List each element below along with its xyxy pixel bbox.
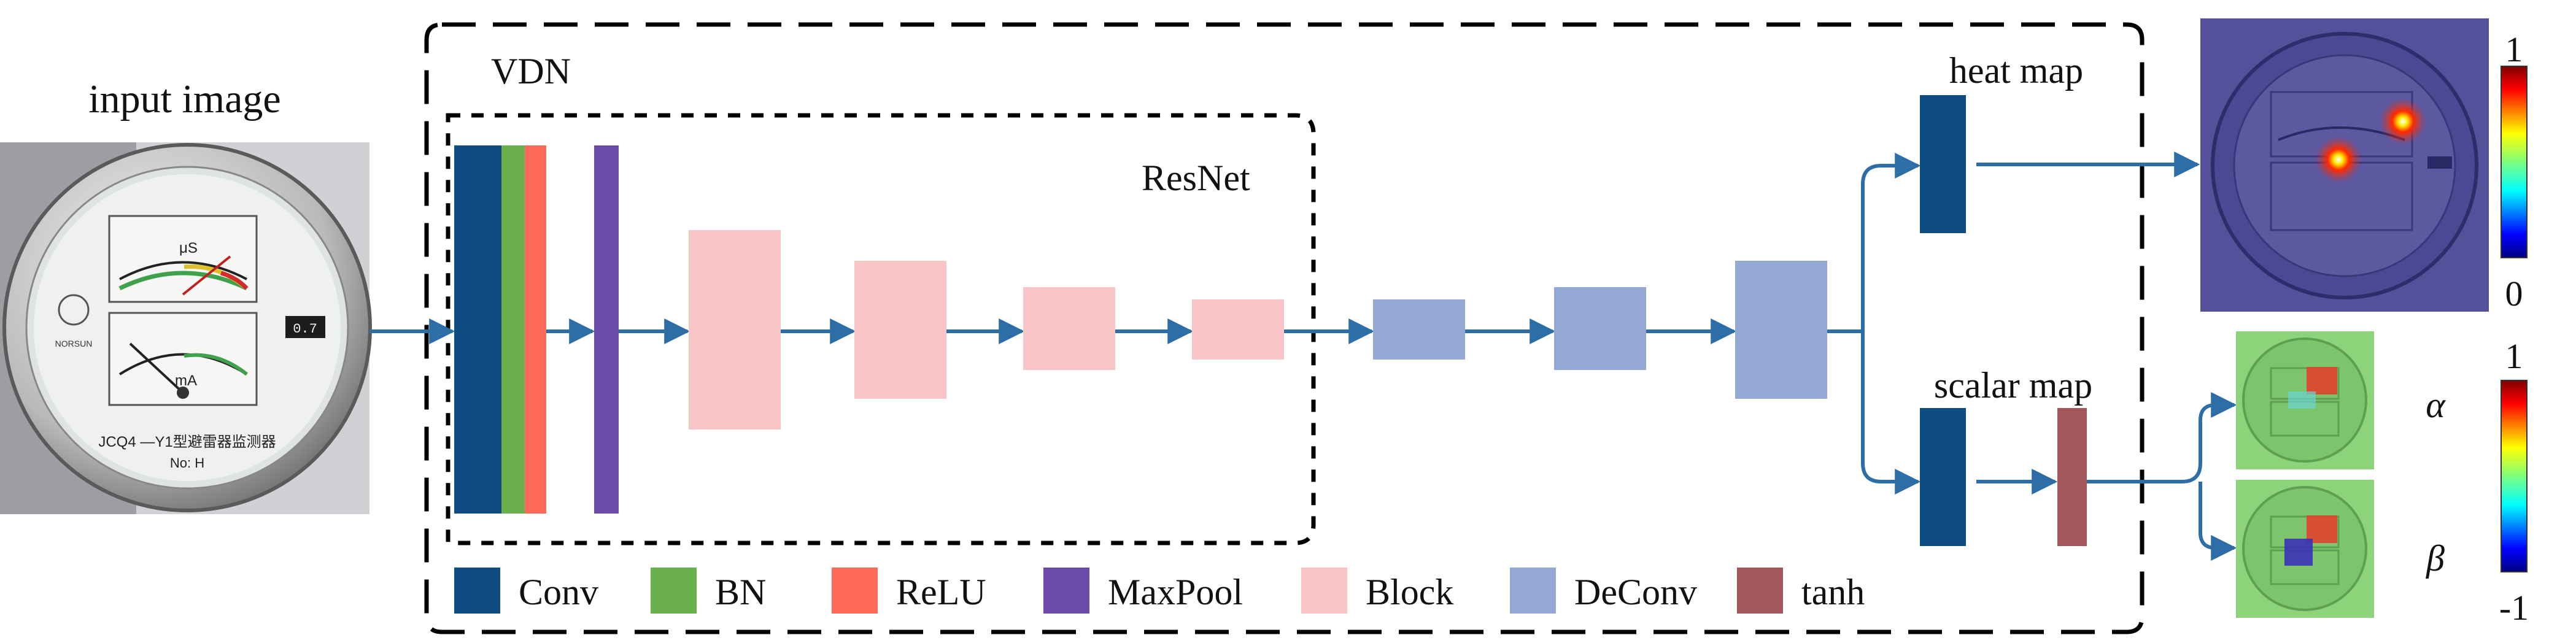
arrow-to-heatmap-branch [1826,153,1921,333]
beta-output-image [2236,480,2374,618]
flow-arrows [369,152,2237,561]
legend-swatch-relu [832,568,878,614]
arrow-tanh-to-beta [2199,482,2237,561]
input-image-label: input image [88,77,280,121]
legend-swatch-deconv [1510,568,1556,614]
alpha-label: α [2426,385,2446,425]
deconv-2 [1554,287,1646,370]
legend-label-relu: ReLU [896,572,986,612]
maxpool-layer [594,145,619,514]
gauge-unit-top: μS [179,240,198,256]
input-gauge-photo: μS mA NORSUN 0.7 JCQ4 —Y1型避雷器监测器 No: H [0,142,372,514]
gauge-number: No: H [170,455,204,471]
vdn-label: VDN [491,51,571,91]
legend-swatch-block [1301,568,1347,614]
arrow-tanh-to-alpha [2087,392,2237,483]
alpha-output-image [2236,331,2374,469]
legend: Conv BN ReLU MaxPool Block DeConv tanh [454,568,1865,614]
legend-label-conv: Conv [519,572,598,612]
resnet-block-2 [854,261,946,399]
scalar-colorbar-max: 1 [2505,336,2523,376]
legend-swatch-bn [651,568,697,614]
heat-map-label: heat map [1949,50,2083,91]
legend-swatch-tanh [1737,568,1783,614]
gauge-brand: NORSUN [55,339,93,348]
heatmap-conv [1920,95,1966,233]
gauge-model: JCQ4 —Y1型避雷器监测器 [98,434,276,450]
scalarmap-conv [1920,408,1966,546]
resnet-block-4 [1192,299,1284,360]
vdn-frame [424,22,2145,634]
resnet-block-1 [689,230,781,429]
layer-blocks [454,95,2087,546]
legend-label-tanh: tanh [1801,572,1865,612]
scalar-colorbar-min: -1 [2499,588,2529,628]
legend-label-block: Block [1366,572,1453,612]
heatmap-hotspot-2 [2315,136,2362,183]
heat-colorbar-max: 1 [2505,29,2523,69]
scalar-map-label: scalar map [1934,365,2092,406]
legend-label-bn: BN [715,572,766,612]
heatmap-hotspot-1 [2380,98,2426,145]
arrow-to-scalarmap-branch [1861,331,1921,495]
gauge-display: 0.7 [293,322,317,337]
legend-swatch-maxpool [1043,568,1089,614]
conv-layer [454,145,501,514]
legend-label-deconv: DeConv [1574,572,1697,612]
resnet-label: ResNet [1142,158,1250,198]
deconv-3 [1735,261,1827,399]
bn-layer [501,145,525,514]
resnet-block-3 [1023,287,1115,370]
scalar-colorbar: 1 -1 [2499,336,2529,628]
heatmap-output-image [2200,18,2489,312]
deconv-1 [1373,299,1465,360]
heat-colorbar-min: 0 [2505,274,2523,314]
beta-label: β [2426,538,2445,579]
resnet-frame [446,113,1316,545]
legend-label-maxpool: MaxPool [1108,572,1243,612]
legend-swatch-conv [454,568,500,614]
scalarmap-tanh [2057,408,2087,546]
heat-colorbar: 1 0 [2501,29,2528,314]
gauge-unit-bottom: mA [175,372,197,389]
relu-layer [525,145,546,514]
